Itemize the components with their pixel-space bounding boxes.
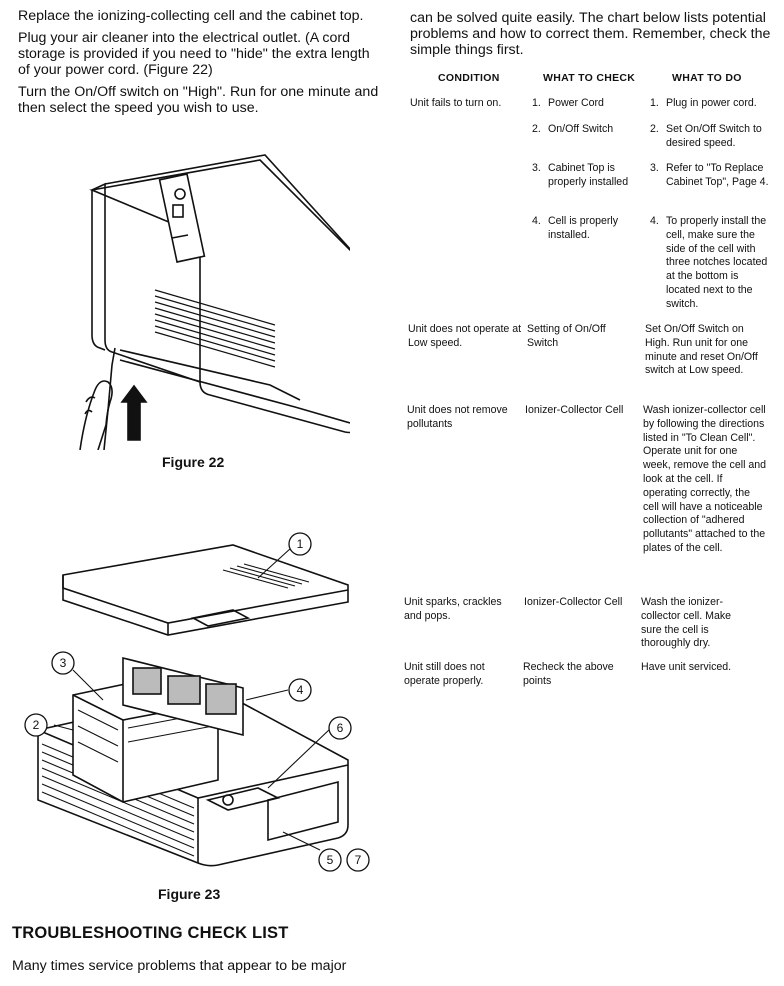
callout-3: 3 (60, 656, 67, 670)
intro-continued-text: Many times service problems that appear … (12, 958, 347, 974)
row1-check-4: 4.Cell is properly installed. (532, 215, 619, 241)
callout-4: 4 (297, 683, 304, 697)
row3-do: Wash ionizer-collector cell by following… (643, 404, 767, 554)
intro-text: can be solved quite easily. The chart be… (410, 10, 771, 58)
row1-check-2: 2.On/Off Switch (532, 123, 614, 135)
callout-1-circle (288, 532, 312, 556)
section-heading: TROUBLESHOOTING CHECK LIST (12, 924, 289, 942)
instruction-turn-on: Turn the On/Off switch on "High". Run fo… (18, 84, 379, 116)
figure-23-illustration: 1 2 3 4 5 6 7 (24, 532, 370, 872)
callout-7: 7 (355, 853, 362, 867)
figure-23-caption: Figure 23 (158, 886, 221, 902)
callout-2: 2 (33, 718, 40, 732)
row1-check-1: 1.Power Cord (532, 97, 604, 109)
row4-check: Ionizer-Collector Cell (524, 596, 623, 608)
row3-check: Ionizer-Collector Cell (525, 404, 624, 416)
row2-condition: Unit does not operate at Low speed. (408, 323, 522, 349)
row1-do-1: 1.Plug in power cord. (650, 97, 757, 109)
callout-1: 1 (297, 537, 304, 551)
right-column: can be solved quite easily. The chart be… (410, 10, 776, 58)
row1-do-3: 3.Refer to "To Replace Cabinet Top", Pag… (650, 162, 769, 188)
callout-6: 6 (337, 721, 344, 735)
instruction-plug-in: Plug your air cleaner into the electrica… (18, 30, 370, 78)
row2-check: Setting of On/Off Switch (527, 323, 606, 349)
row4-do: Wash the ionizer-collector cell. Make su… (641, 596, 732, 650)
header-condition: CONDITION (438, 72, 500, 84)
row1-check-3: 3.Cabinet Top is properly installed (532, 162, 629, 188)
row5-condition: Unit still does not operate properly. (404, 661, 485, 687)
row1-do-2: 2.Set On/Off Switch to desired speed. (650, 123, 762, 149)
row4-condition: Unit sparks, crackles and pops. (404, 596, 502, 622)
row1-do-4: 4.To properly install the cell, make sur… (650, 215, 768, 310)
row5-check: Recheck the above points (523, 661, 614, 687)
header-what-to-do: WHAT TO DO (672, 72, 742, 84)
callout-5: 5 (327, 853, 334, 867)
row2-do: Set On/Off Switch on High. Run unit for … (645, 323, 758, 377)
left-column: Replace the ionizing-collecting cell and… (18, 8, 380, 122)
instruction-replace-cell: Replace the ionizing-collecting cell and… (18, 8, 364, 24)
figure-22-illustration (79, 154, 350, 450)
row1-condition: Unit fails to turn on. (410, 97, 502, 109)
row5-do: Have unit serviced. (641, 661, 732, 673)
row3-condition: Unit does not remove pollutants (407, 404, 508, 430)
figure-22-caption: Figure 22 (162, 454, 225, 470)
header-what-to-check: WHAT TO CHECK (543, 72, 636, 84)
